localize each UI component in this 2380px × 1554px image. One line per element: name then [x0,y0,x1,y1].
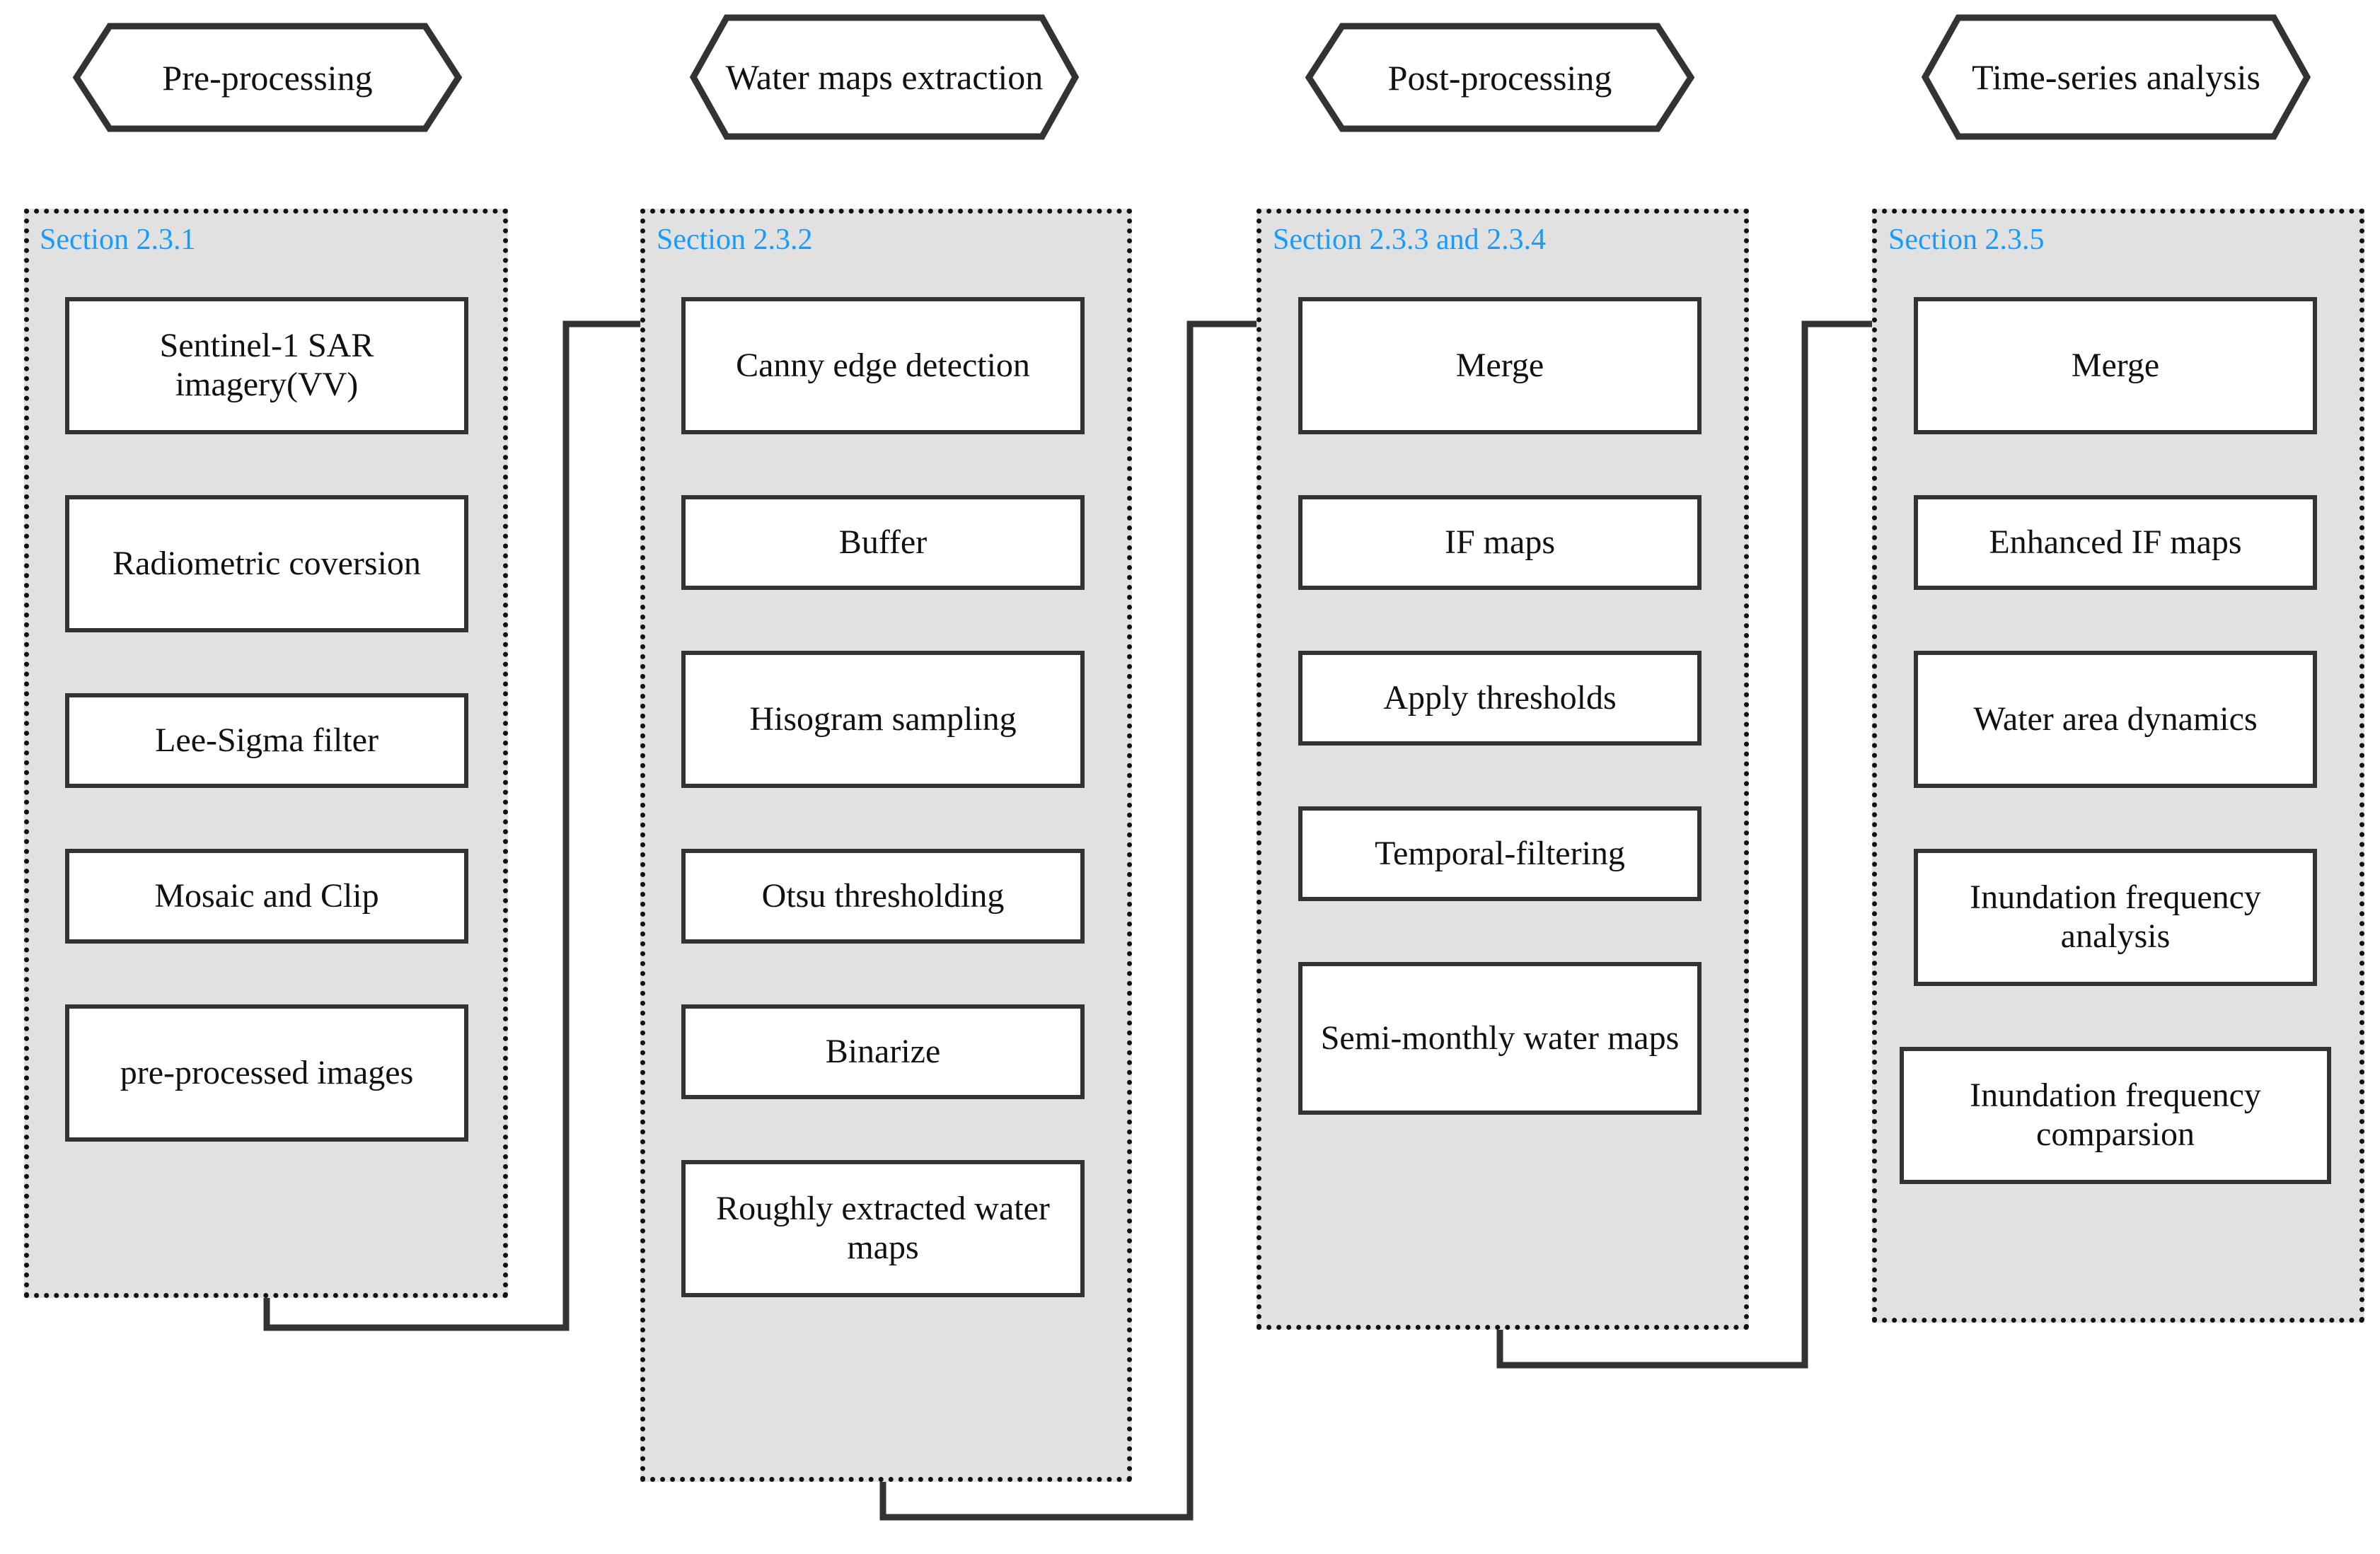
node-buffer[interactable]: Buffer [681,495,1085,590]
node-temporal-filtering[interactable]: Temporal-filtering [1298,806,1702,901]
stage-header-post-processing: Post-processing [1305,23,1694,132]
stage-header-label: Water maps extraction [725,57,1044,97]
node-apply-thresholds[interactable]: Apply thresholds [1298,651,1702,746]
node-roughly-extracted-water-maps[interactable]: Roughly extracted water maps [681,1160,1085,1297]
node-enhanced-if-maps[interactable]: Enhanced IF maps [1914,495,2317,590]
node-pre-processed-images[interactable]: pre-processed images [65,1004,468,1142]
node-water-area-dynamics[interactable]: Water area dynamics [1914,651,2317,788]
node-semi-monthly-water-maps[interactable]: Semi-monthly water maps [1298,962,1702,1115]
stage-header-pre-processing: Pre-processing [73,23,462,132]
stage-header-label: Post-processing [1387,57,1612,98]
stage-header-label: Pre-processing [162,57,373,98]
node-sentinel-1-sar-imagery[interactable]: Sentinel-1 SAR imagery(VV) [65,297,468,434]
node-binarize[interactable]: Binarize [681,1004,1085,1099]
section-label-post-processing: Section 2.3.3 and 2.3.4 [1273,224,1547,256]
node-otsu-thresholding[interactable]: Otsu thresholding [681,849,1085,944]
node-lee-sigma-filter[interactable]: Lee-Sigma filter [65,693,468,788]
node-mosaic-and-clip[interactable]: Mosaic and Clip [65,849,468,944]
node-merge-post[interactable]: Merge [1298,297,1702,434]
connector-col1-to-col2 [263,301,694,1331]
node-merge-timeseries[interactable]: Merge [1914,297,2317,434]
connector-col3-to-col4 [1496,301,1926,1369]
node-inundation-frequency-comparsion[interactable]: Inundation frequency comparsion [1900,1047,2331,1184]
stage-header-label: Time-series analysis [1972,57,2260,97]
node-canny-edge-detection[interactable]: Canny edge detection [681,297,1085,434]
stage-header-water-maps-extraction: Water maps extraction [690,14,1079,140]
node-if-maps[interactable]: IF maps [1298,495,1702,590]
node-inundation-frequency-analysis[interactable]: Inundation frequency analysis [1914,849,2317,986]
section-label-pre-processing: Section 2.3.1 [40,224,196,256]
node-hisogram-sampling[interactable]: Hisogram sampling [681,651,1085,788]
node-radiometric-coversion[interactable]: Radiometric coversion [65,495,468,632]
stage-header-time-series-analysis: Time-series analysis [1922,14,2311,140]
section-label-time-series-analysis: Section 2.3.5 [1888,224,2045,256]
section-label-water-maps-extraction: Section 2.3.2 [657,224,813,256]
